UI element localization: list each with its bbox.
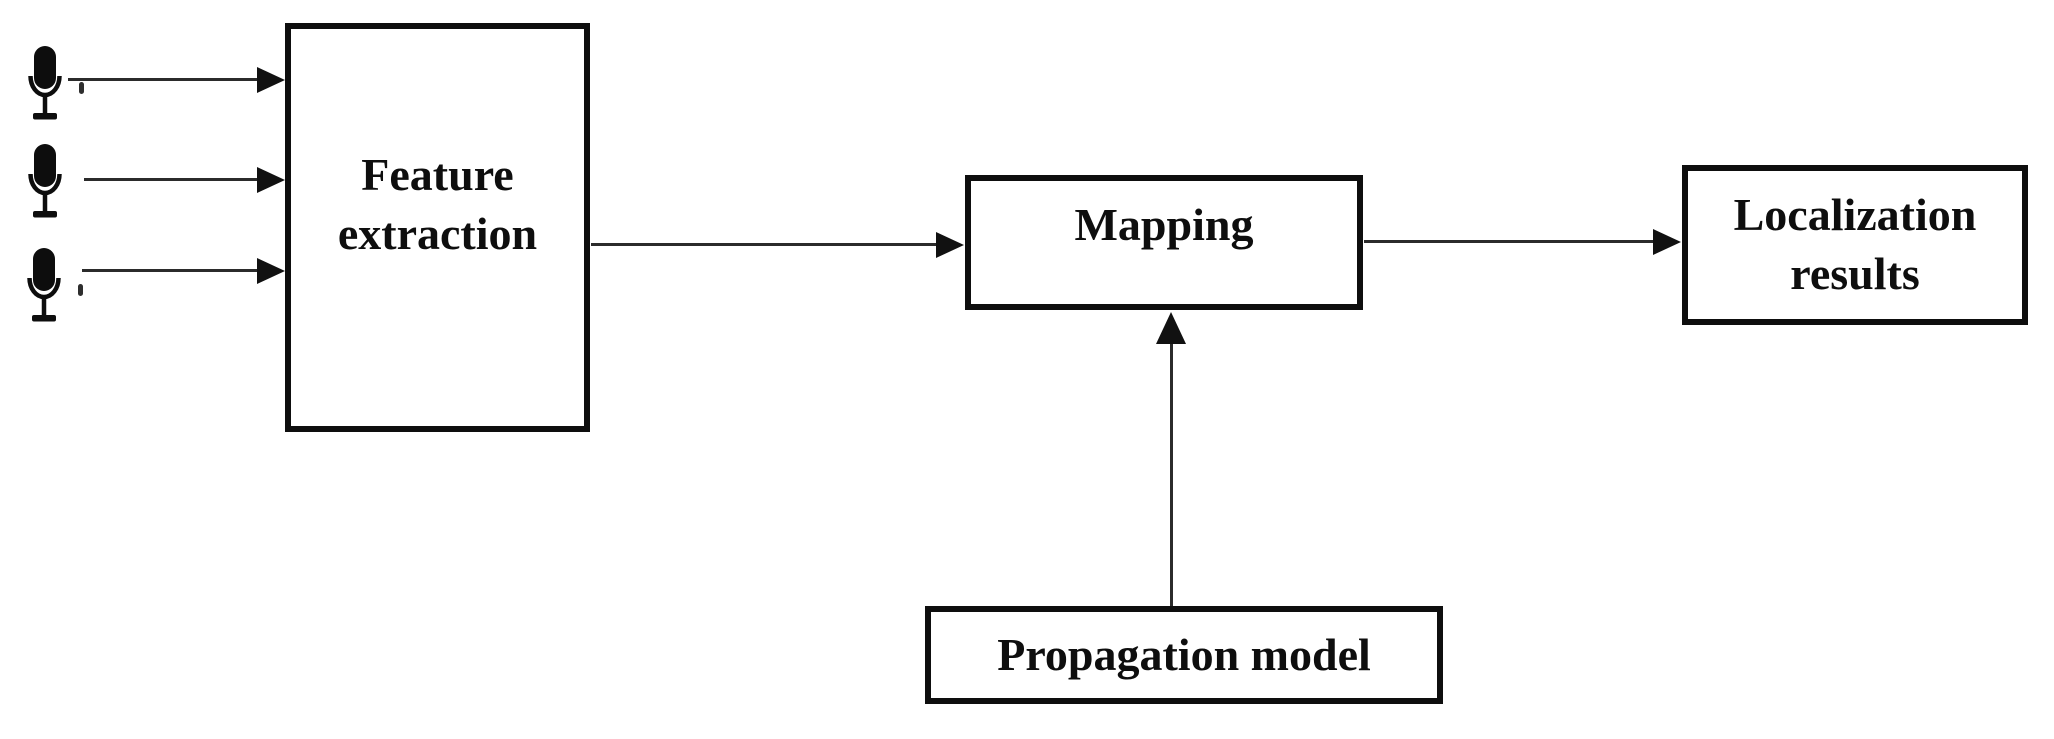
node-propagation-model: Propagation model	[925, 606, 1443, 704]
stray-mark	[78, 284, 83, 296]
node-label: Feature extraction	[337, 149, 538, 259]
node-mapping: Mapping	[965, 175, 1363, 310]
arrowhead-right-icon	[936, 232, 964, 258]
node-label: Localization results	[1733, 189, 1977, 299]
arrow-line-propagation-to-mapping	[1170, 342, 1173, 606]
arrowhead-right-icon	[257, 67, 285, 93]
arrowhead-right-icon	[1653, 229, 1681, 255]
arrow-line-mapping-to-localization	[1364, 240, 1654, 243]
arrow-line-feature-to-mapping	[591, 243, 937, 246]
stray-mark	[79, 82, 84, 94]
arrow-line-mic2-to-feature	[84, 178, 258, 181]
node-label: Propagation model	[997, 628, 1371, 680]
arrow-line-mic3-to-feature	[82, 269, 259, 272]
arrowhead-right-icon	[257, 167, 285, 193]
arrowhead-right-icon	[257, 258, 285, 284]
microphone-icon	[27, 143, 63, 219]
arrow-line-mic1-to-feature	[68, 78, 258, 81]
node-feature-extraction: Feature extraction	[285, 23, 590, 432]
microphone-icon	[27, 45, 63, 121]
arrowhead-up-icon	[1156, 312, 1186, 344]
microphone-icon	[26, 247, 62, 323]
node-label: Mapping	[1074, 198, 1254, 250]
node-localization-results: Localization results	[1682, 165, 2028, 325]
